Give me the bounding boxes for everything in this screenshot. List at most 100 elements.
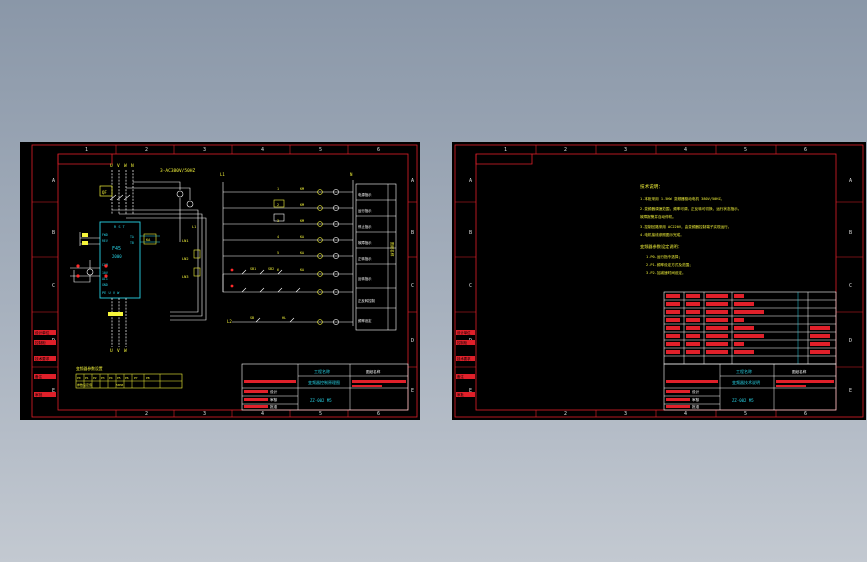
ctrl-right-label: N	[350, 172, 353, 177]
table-cell: P8	[146, 376, 150, 380]
vfd-sub: 2000	[112, 254, 122, 259]
terminal-label: V	[117, 348, 120, 354]
drawing-sheet-right[interactable]: 1 2 3 4 5 6 2 3 4 5 6 A B C D E A B C D …	[452, 142, 866, 420]
row-label: D	[411, 338, 414, 344]
desc-label: 反转指示	[358, 276, 372, 281]
side-label: 技术要求	[35, 356, 50, 361]
notes2-title: 变频器参数设定说明：	[640, 243, 682, 250]
vfd-pin: REV	[102, 239, 108, 243]
notes-right-svg: 1 2 3 4 5 6 2 3 4 5 6 A B C D E A B C D …	[454, 144, 864, 418]
bom-cell-mark	[734, 318, 744, 322]
bom-cell-mark	[734, 310, 764, 314]
bom-cell-mark	[686, 302, 700, 306]
inner-frame	[57, 153, 409, 411]
terminal-label: V	[117, 163, 120, 169]
title-company: 工程名称	[314, 368, 330, 374]
svg-text:KA: KA	[300, 235, 304, 239]
title-number: ZZ-002 M5	[732, 398, 754, 403]
bom-cell-mark	[734, 326, 754, 330]
col-label: 5	[744, 411, 747, 417]
outer-frame	[454, 144, 864, 418]
svg-text:2: 2	[277, 203, 279, 207]
svg-text:SB2: SB2	[268, 267, 274, 271]
note2-line: 3.P2-加减速时间设定。	[646, 270, 686, 275]
control-ladder: L1 N L2	[220, 172, 397, 331]
svg-text:6: 6	[277, 268, 279, 272]
bom-cell-mark	[686, 318, 700, 322]
bom-cell-mark	[734, 350, 754, 354]
vfd-pins-top: R S T	[114, 225, 126, 229]
svg-text:HL: HL	[282, 316, 286, 320]
svg-text:LN2: LN2	[182, 257, 189, 261]
side-stamp-strip: 设计单位 控制柜 技术要求 备注 审批	[34, 330, 56, 397]
col-label: 4	[261, 411, 264, 417]
table-value: 50HZ	[116, 383, 123, 387]
title-right: 图纸名称	[366, 369, 381, 374]
vfd-pin: 10V	[102, 271, 108, 275]
note-line: 1.本柜采用 1.5KW 变频器驱动电机 380V/50HZ。	[640, 196, 724, 201]
bom-cell-mark	[666, 294, 680, 298]
row-label: D	[849, 338, 852, 344]
side-label: 控制柜	[457, 340, 468, 345]
vfd-pin: TA	[130, 235, 134, 239]
row-label: B	[469, 230, 472, 236]
breaker-qf: QF	[99, 185, 131, 201]
note-line: 4.电机接线参照图示完成。	[640, 232, 684, 237]
bom-cell-mark	[810, 342, 830, 346]
col-label: 4	[684, 147, 687, 153]
col-label: 2	[145, 147, 148, 153]
title-block-left: 工程名称 变频器控制原理图 ZZ-002 M5 图纸名称 设计 审核 批准	[241, 363, 409, 411]
row-label: A	[411, 178, 414, 184]
relay-ka-label: KA	[146, 238, 151, 242]
table-row-label: 参数设定值	[77, 382, 92, 387]
col-label: 1	[85, 147, 88, 153]
bom-cell-mark	[734, 294, 744, 298]
col-label: 4	[261, 147, 264, 153]
desc-column-title: 图纸名称	[390, 242, 395, 257]
power-supply-label: 3-AC380V/50HZ	[160, 168, 196, 174]
title-row: 审核	[270, 397, 278, 402]
bom-cell-mark	[706, 326, 728, 330]
bom-cell-mark	[810, 334, 830, 338]
bom-cell-mark	[734, 342, 744, 346]
drawing-sheet-left[interactable]: 1 2 3 4 5 6 2 3 4 5 6 A B C D E A B C D …	[20, 142, 420, 420]
svg-text:KM: KM	[300, 187, 304, 191]
side-label: 审批	[35, 392, 43, 397]
title-row: 设计	[692, 389, 700, 394]
bom-cell-mark	[734, 334, 764, 338]
row-label: E	[849, 388, 852, 394]
col-label: 6	[377, 147, 380, 153]
side-label: 审批	[457, 392, 464, 397]
row-label: A	[469, 178, 472, 184]
vfd-pin: FWD	[102, 233, 108, 237]
vfd-label: F45	[112, 246, 121, 252]
side-label: 控制柜	[35, 340, 46, 345]
bom-cell-mark	[810, 326, 830, 330]
schematic-left-svg: 1 2 3 4 5 6 2 3 4 5 6 A B C D E A B C D …	[31, 144, 418, 418]
row-label: B	[411, 230, 414, 236]
bom-cell-mark	[706, 310, 728, 314]
parameter-table: 变频器参数设置 P0 P1 P2 P3 P4 P5 P6 P7 P8 参数设定值…	[75, 366, 183, 389]
table-header: 变频器参数设置	[76, 366, 103, 371]
table-cell: P2	[93, 376, 97, 380]
col-label: 5	[744, 147, 747, 153]
bom-cell-mark	[666, 318, 680, 322]
notes-title: 技术说明：	[640, 183, 663, 190]
side-stamp-strip: 设计单位 控制柜 技术要求 备注 审批	[456, 330, 475, 397]
side-label: 设计单位	[35, 330, 50, 335]
bom-cell-mark	[686, 342, 700, 346]
bom-cell-mark	[706, 350, 728, 354]
svg-text:SB: SB	[250, 316, 254, 320]
terminal-label: N	[131, 163, 134, 169]
note2-line: 1.P0-运行指令选择；	[646, 254, 682, 259]
desc-label: 故障指示	[358, 240, 372, 245]
ctrl-bottom-label: L2	[227, 319, 232, 324]
col-label: 2	[145, 411, 148, 417]
note2-line: 2.P1-频率设定方式及范围；	[646, 262, 693, 267]
col-label: 6	[804, 411, 807, 417]
row-label: B	[52, 230, 55, 236]
bom-cell-mark	[666, 350, 680, 354]
row-label: B	[849, 230, 852, 236]
wire-tag-ln: L1	[192, 225, 196, 229]
terminal-label: U	[110, 348, 113, 354]
